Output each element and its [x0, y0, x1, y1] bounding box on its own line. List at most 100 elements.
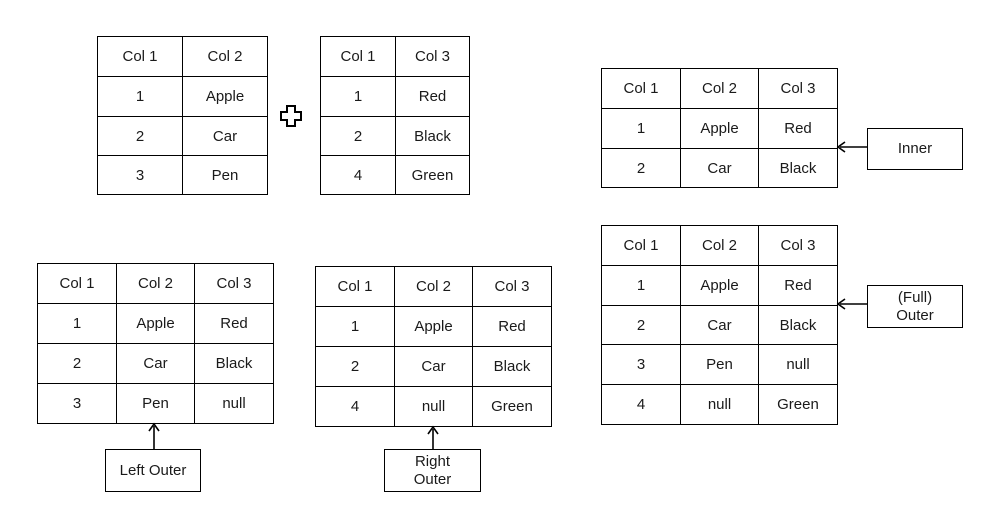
- table-cell: null: [758, 344, 838, 385]
- table-cell: Apple: [182, 76, 268, 117]
- right-outer-label-line2: Outer: [413, 470, 452, 488]
- column-header: Col 1: [315, 266, 395, 307]
- table-cell: Apple: [680, 108, 759, 149]
- column-header: Col 1: [37, 263, 117, 304]
- table-cell: Red: [395, 76, 470, 117]
- table-cell: Black: [472, 346, 552, 387]
- table-cell: 3: [37, 383, 117, 424]
- table-cell: Car: [116, 343, 195, 384]
- table-cell: Red: [758, 265, 838, 306]
- left-outer-arrow-icon: [148, 422, 160, 451]
- table-cell: Car: [182, 116, 268, 156]
- column-header: Col 3: [758, 225, 838, 266]
- table-cell: null: [394, 386, 473, 427]
- table-cell: Car: [680, 148, 759, 188]
- table-cell: Pen: [116, 383, 195, 424]
- inner-label-text: Inner: [897, 140, 933, 157]
- full-outer-label: (Full) Outer: [867, 285, 963, 328]
- table-cell: 4: [601, 384, 681, 425]
- column-header: Col 2: [116, 263, 195, 304]
- column-header: Col 3: [472, 266, 552, 307]
- table-cell: Apple: [394, 306, 473, 347]
- table-cell: Black: [194, 343, 274, 384]
- table-cell: Car: [680, 305, 759, 345]
- column-header: Col 2: [680, 225, 759, 266]
- full-outer-label-line1: (Full): [897, 288, 933, 306]
- table-cell: 1: [97, 76, 183, 117]
- column-header: Col 2: [182, 36, 268, 77]
- table-cell: 1: [37, 303, 117, 344]
- table-cell: 1: [601, 265, 681, 306]
- table-cell: 2: [320, 116, 396, 156]
- full-outer-label-line2: Outer: [896, 306, 934, 324]
- column-header: Col 1: [601, 68, 681, 109]
- plus-outline-icon: [280, 105, 302, 127]
- table-cell: null: [680, 384, 759, 425]
- table-cell: Pen: [680, 344, 759, 385]
- column-header: Col 2: [394, 266, 473, 307]
- table-cell: Red: [472, 306, 552, 347]
- inner-arrow-icon: [836, 141, 867, 153]
- table-cell: null: [194, 383, 274, 424]
- column-header: Col 1: [97, 36, 183, 77]
- table-cell: 2: [601, 305, 681, 345]
- table-cell: Pen: [182, 155, 268, 195]
- right-outer-arrow-icon: [427, 425, 439, 452]
- column-header: Col 3: [194, 263, 274, 304]
- table-cell: Green: [395, 155, 470, 195]
- inner-label: Inner: [867, 128, 963, 170]
- table-cell: 2: [601, 148, 681, 188]
- column-header: Col 3: [758, 68, 838, 109]
- table-cell: Car: [394, 346, 473, 387]
- table-cell: Apple: [116, 303, 195, 344]
- right-outer-label-line1: Right: [414, 452, 450, 470]
- column-header: Col 3: [395, 36, 470, 77]
- table-cell: 4: [315, 386, 395, 427]
- column-header: Col 2: [680, 68, 759, 109]
- right-outer-label: Right Outer: [384, 449, 481, 492]
- table-cell: 2: [315, 346, 395, 387]
- table-cell: Black: [395, 116, 470, 156]
- table-cell: 4: [320, 155, 396, 195]
- table-cell: 1: [601, 108, 681, 149]
- full-outer-arrow-icon: [836, 298, 867, 310]
- left-outer-label-text: Left Outer: [119, 461, 187, 479]
- table-cell: 3: [97, 155, 183, 195]
- table-cell: Black: [758, 305, 838, 345]
- table-cell: Green: [758, 384, 838, 425]
- table-cell: 1: [320, 76, 396, 117]
- left-outer-label: Left Outer: [105, 449, 201, 492]
- table-cell: Red: [194, 303, 274, 344]
- table-cell: Red: [758, 108, 838, 149]
- table-cell: 2: [97, 116, 183, 156]
- column-header: Col 1: [601, 225, 681, 266]
- table-cell: Apple: [680, 265, 759, 306]
- table-cell: 1: [315, 306, 395, 347]
